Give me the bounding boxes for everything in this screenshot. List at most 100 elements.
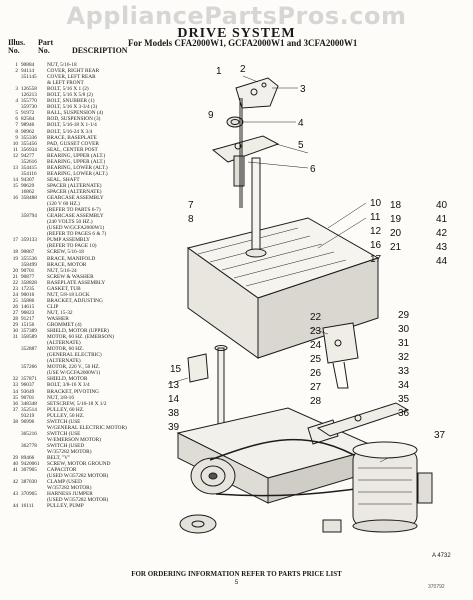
part-description: Grommet (4) [47,322,82,329]
callout-21: 21 [390,242,402,253]
part-number: 352514 [21,406,37,413]
parts-row: 890962Bolt, 5/16-24 x 3/4 [6,129,156,135]
part-description: Bolt, 5/16-18 x 1-1/4 [47,122,97,129]
part-description: Bearing, upper (alt.) [47,152,106,159]
part-number: 354415 [21,164,37,171]
parts-row: 3126558Bolt, 5/16 x 1 (2) [6,86,156,92]
part-description: Motor, 60 hz. (emerson) [47,334,114,341]
parts-row: 1294277Bearing, upper (alt.) [6,153,156,159]
part-number: 89466 [21,455,35,462]
parts-row: 17359133Pump assembly [6,237,156,243]
motor-part [352,441,433,533]
pump-pulley [179,514,217,534]
part-number: 357871 [21,376,37,383]
part-number: 126213 [21,92,37,99]
part-number: 90962 [21,128,35,135]
part-description: Bearing, lower (alt.) [47,164,108,171]
part-description: Nut, 15-32 [47,309,73,316]
baseplate-brackets [187,322,359,389]
part-illus-no: 38 [12,418,18,425]
part-description: w/357282 motor) [47,485,92,492]
motor-bracket [316,402,410,437]
callout-43: 43 [436,242,448,253]
part-description: Screw, 5/16-18 [47,249,84,256]
part-number: 82584 [21,116,35,123]
parts-row: 798946Bolt, 5/16-18 x 1-1/4 [6,122,156,128]
parts-row: 1494307Seal, shaft [6,177,156,183]
part-number: 355456 [21,140,37,147]
part-illus-no: 31 [12,334,18,341]
part-illus-no: 15 [12,182,18,189]
part-number: 358488 [21,195,37,202]
callout-9: 9 [208,110,214,121]
parts-row: 352616Bearing, upper (alt.) [6,159,156,165]
switch-part [322,519,342,533]
part-description: Screw, motor ground [47,461,111,468]
part-description: Motor, 60 hz. [47,346,84,353]
parts-row: 591972Ball, suspension (4) [6,110,156,116]
part-number: 355770 [21,98,37,105]
part-description: Baseplate assembly [47,279,106,286]
part-description: Spacer (alternate) [47,188,102,195]
parts-row: (use w/gcfa2000w1) [6,370,156,376]
part-number: 355536 [21,255,37,262]
part-illus-no: 39 [12,455,18,462]
pump-and-manifold [176,407,380,504]
part-illus-no: 22 [12,279,18,286]
callout-6: 6 [310,164,316,175]
part-number: 90701 [21,267,35,274]
callout-14: 14 [168,394,180,405]
callout-38: 38 [168,408,180,419]
part-description: (alternate) [47,358,81,365]
diagram-reference: A 4732 [432,553,451,559]
part-illus-no: 11 [12,146,18,153]
part-description: Bolt, 5/16 x 3-3/4 (3) [47,104,98,111]
part-number: 90701 [21,394,35,401]
part-description: Gearcase assembly [47,195,104,202]
callout-29: 29 [398,310,410,321]
parts-row: 16862Spacer (alternate) [6,189,156,195]
part-illus-no: 33 [12,382,18,389]
part-number: 35886 [21,297,35,304]
parts-row: 682584Rod, suspension (3) [6,116,156,122]
callout-36: 36 [398,408,410,419]
parts-row: 37352514Pulley, 60 hz. [6,407,156,413]
illus-no-label: No. [8,46,20,55]
parts-row: 41307905Capacitor [6,467,156,473]
parts-row: 3896996Switch (use [6,419,156,425]
callout-32: 32 [398,352,410,363]
parts-row: 43370965Harness jumper [6,491,156,497]
part-illus-no: 5 [15,110,18,117]
parts-row: 13354415Bearing, lower (alt.) [6,165,156,171]
part-description: (refer to page 10) [47,243,97,250]
parts-row: 3590701Nut, 3/8-16 [6,395,156,401]
callout-11: 11 [370,212,381,223]
parts-row: (used w/gcfa2000w1) [6,225,156,231]
part-number: 352887 [21,346,37,353]
part-description: Screw & washer [47,273,94,280]
part-illus-no: 36 [12,400,18,407]
part-illus-no: 7 [15,122,18,129]
part-illus-no: 2 [15,68,18,75]
part-description: Ball, suspension (4) [47,110,104,117]
parts-row: (refer to pages 6 & 7) [6,231,156,237]
part-illus-no: 17 [12,237,18,244]
part-illus-no: 25 [12,297,18,304]
part-description: Pad, gusset cover [47,140,99,147]
suspension-ball-part [226,116,244,128]
parts-row: & left front [6,80,156,86]
part-description: Bolt, 5/16-24 x 3/4 [47,128,93,135]
callout-23: 23 [310,326,322,337]
parts-row: 4416111Pulley, pump [6,503,156,509]
part-illus-no: 42 [12,479,18,486]
parts-row: (refer to parts 6-7) [6,207,156,213]
parts-row: 357266Motor, 220 v., 50 hz. [6,364,156,370]
parts-row: 2190877Screw & washer [6,274,156,280]
part-description: Spacer (alternate) [47,182,102,189]
part-no-label: No. [38,46,50,55]
part-description: Bolt, 5/16 x 5/8 (2) [47,92,93,99]
part-number: 93649 [21,388,35,395]
page-title: DRIVE SYSTEM [177,26,296,41]
callout-leaders [167,75,389,463]
callout-7: 7 [188,200,194,211]
